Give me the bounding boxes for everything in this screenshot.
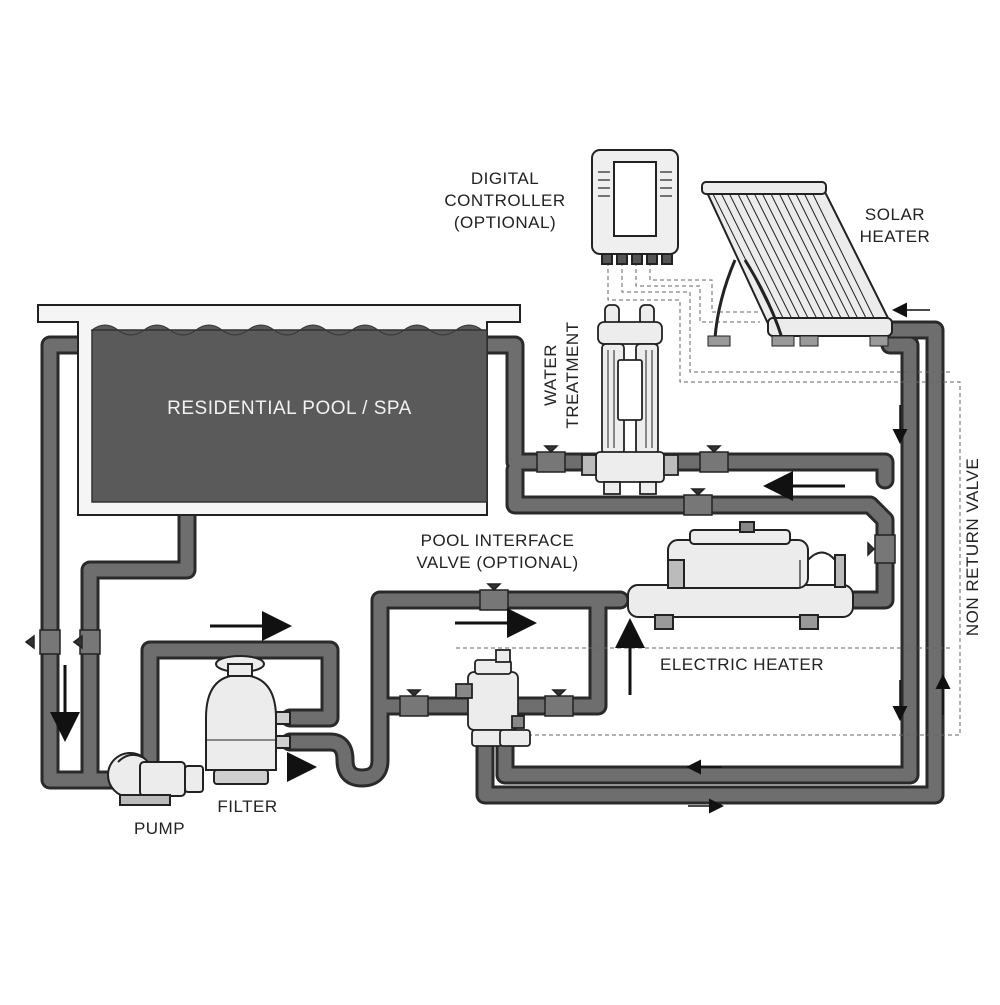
water-label-line1: WATER bbox=[541, 344, 560, 406]
flow-arrows bbox=[50, 302, 951, 814]
pump bbox=[107, 752, 204, 806]
pipe-network bbox=[40, 320, 945, 805]
controller-label-line1: DIGITAL bbox=[470, 169, 540, 188]
valve-manifold-right bbox=[544, 689, 574, 717]
solar-label-line2: HEATER bbox=[859, 227, 931, 246]
pool-label: RESIDENTIAL POOL / SPA bbox=[167, 398, 412, 419]
interface-label-line1: POOL INTERFACE bbox=[420, 531, 575, 550]
electric-heater-label: ELECTRIC HEATER bbox=[660, 655, 824, 674]
interface-label-line2: VALVE (OPTIONAL) bbox=[416, 553, 579, 572]
controller-label: DIGITAL CONTROLLER (OPTIONAL) bbox=[430, 168, 580, 234]
non-return-valve-label: NON RETURN VALVE bbox=[963, 457, 982, 637]
valve-interface bbox=[479, 583, 509, 611]
valve-bypass bbox=[683, 488, 713, 516]
valve-top-2 bbox=[699, 445, 729, 473]
solar-heater bbox=[701, 180, 893, 347]
filter-label: FILTER bbox=[217, 797, 278, 816]
digital-controller bbox=[591, 149, 679, 265]
pump-label: PUMP bbox=[133, 819, 186, 838]
solar-heater-label: SOLAR HEATER bbox=[850, 204, 940, 248]
interface-valve-label: POOL INTERFACE VALVE (OPTIONAL) bbox=[400, 530, 595, 574]
interface-manifold bbox=[455, 649, 531, 747]
controller-label-line2: CONTROLLER bbox=[444, 191, 566, 210]
pool bbox=[37, 304, 521, 516]
water-label-line2: TREATMENT bbox=[563, 321, 582, 429]
water-treatment-label: WATER TREATMENT bbox=[540, 310, 584, 440]
electric-heater bbox=[627, 521, 854, 630]
valve-top-1 bbox=[536, 445, 566, 473]
pipe-valves bbox=[24, 445, 896, 717]
valve-left-2 bbox=[72, 629, 101, 655]
water-treatment-unit bbox=[581, 304, 679, 495]
solar-label-line1: SOLAR bbox=[864, 205, 926, 224]
sand-filter bbox=[205, 655, 291, 785]
valve-return bbox=[867, 534, 896, 564]
valve-manifold-left bbox=[399, 689, 429, 717]
control-wiring bbox=[456, 262, 961, 736]
controller-label-line3: (OPTIONAL) bbox=[453, 213, 557, 232]
valve-left-1 bbox=[24, 629, 61, 655]
